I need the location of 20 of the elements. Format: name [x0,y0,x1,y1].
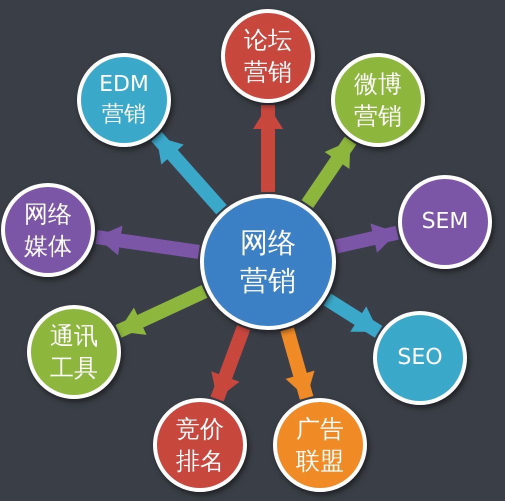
topic-label: SEM [420,208,470,236]
topic-label: 广告联盟 [295,414,345,477]
topic-label: 竞价排名 [175,414,225,477]
arrow [151,132,227,214]
arrow [210,325,250,402]
topic-label: 网络媒体 [23,198,73,262]
arrow [302,136,356,208]
topic-label: 论坛营销 [243,24,293,88]
topic-label: EDM营销 [98,71,150,129]
topic-label: 通讯工具 [49,320,99,384]
topic-circle [373,311,467,405]
arrow [334,223,399,254]
arrow [253,105,283,192]
topic-label: SEO [396,344,444,372]
topic-label: 网络营销 [239,225,297,299]
arrow [95,226,200,259]
arrow [116,285,208,338]
arrow [280,327,314,400]
topic-label: 微博营销 [353,68,403,132]
arrow [323,293,382,338]
